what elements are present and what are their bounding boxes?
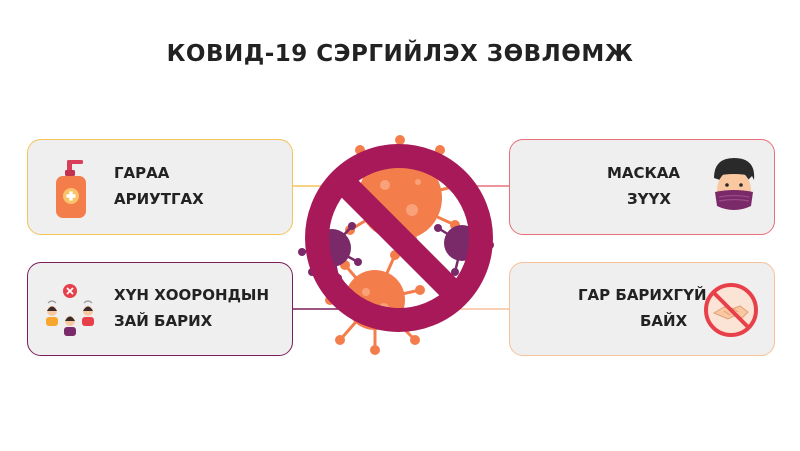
no-handshake-icon (704, 283, 758, 337)
tip-card-social-distance: ХҮН ХООРОНДЫН ЗАЙ БАРИХ (27, 262, 293, 356)
tip-label-no-handshake: ГАР БАРИХГҮЙ БАЙХ (578, 286, 707, 330)
forbidden-sign-icon (305, 144, 493, 332)
tip-card-sanitize-hands: ГАРАА АРИУТГАХ (27, 139, 293, 235)
hand-sanitizer-icon (56, 160, 86, 218)
tip-card-wear-mask: МАСКАА ЗҮҮХ (509, 139, 775, 235)
tip-card-no-handshake: ГАР БАРИХГҮЙ БАЙХ (509, 262, 775, 356)
tip-label-sanitize-hands: ГАРАА АРИУТГАХ (114, 164, 204, 208)
tip-label-wear-mask: МАСКАА ЗҮҮХ (607, 164, 681, 208)
tip-label-social-distance: ХҮН ХООРОНДЫН ЗАЙ БАРИХ (114, 286, 270, 330)
page-title: КОВИД-19 СЭРГИЙЛЭХ ЗӨВЛӨМЖ (166, 41, 634, 67)
face-mask-icon (714, 158, 755, 210)
social-distance-icon (46, 284, 94, 336)
